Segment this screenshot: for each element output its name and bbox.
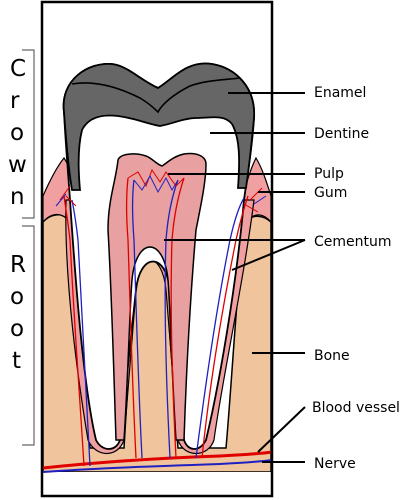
label-enamel: Enamel [314,85,366,101]
cementum-leader-2 [231,239,306,271]
blood-vessel-leader [257,406,306,453]
root-letter-2: o [10,284,24,310]
crown-letter-2: r [10,88,20,114]
lower-area [43,472,271,495]
vessels-and-nerves [55,168,267,467]
label-nerve: Nerve [314,456,356,472]
crown-bracket [22,49,35,219]
crown-letter-5: n [10,184,25,210]
crown-letter-4: w [8,152,27,178]
root-letter-3: o [10,316,24,342]
diagram-frame [40,0,274,498]
label-cementum: Cementum [314,234,392,250]
label-blood-vessel: Blood vessel [312,400,400,416]
label-pulp: Pulp [314,166,344,182]
nerve-main [42,459,273,473]
root-letter-4: t [12,348,21,374]
crown-letter-1: C [10,56,26,82]
label-dentine: Dentine [314,126,369,142]
label-bone: Bone [314,348,350,364]
enamel-cusp-line [71,77,241,114]
root-bracket [22,225,35,446]
label-gum: Gum [314,185,347,201]
crown-letter-3: o [10,120,24,146]
root-letter-1: R [10,252,26,278]
enamel-crown [62,62,255,191]
